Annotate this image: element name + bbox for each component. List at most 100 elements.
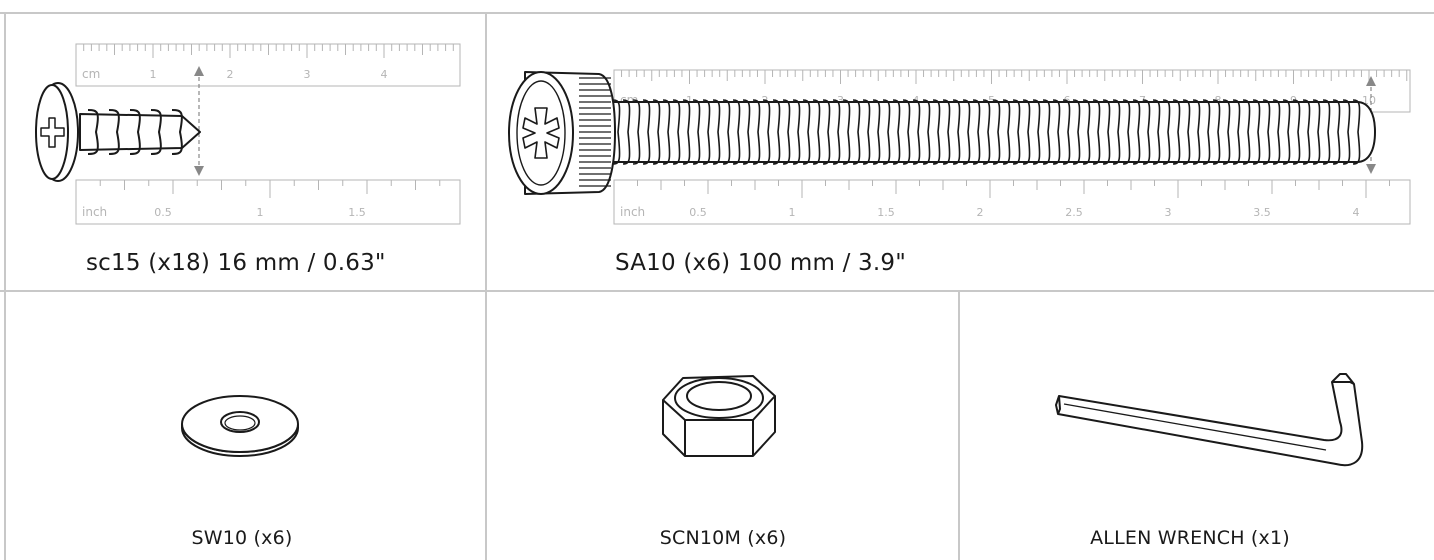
bolt-thread: [652, 99, 661, 165]
bolt-thread: [642, 99, 651, 165]
bolt-thread: [782, 99, 791, 165]
sc15-caption: sc15 (x18) 16 mm / 0.63": [86, 250, 386, 276]
bolt-thread: [682, 99, 691, 165]
torx-recess-icon: [522, 107, 560, 159]
bolt-thread: [822, 99, 831, 165]
bolt-thread: [1272, 99, 1281, 165]
bolt-thread: [622, 99, 631, 165]
cm-unit-label: cm: [82, 67, 100, 81]
cell-sc15: cm 1 2 3 4 inch 0.5 1 1.5 sc15 (x18) 16 mm / 0.6…: [6, 14, 485, 290]
bolt-thread: [1062, 99, 1071, 165]
bolt-thread: [1262, 99, 1271, 165]
bolt-thread: [992, 99, 1001, 165]
bolt-thread: [1332, 99, 1341, 165]
bolt-thread: [1072, 99, 1081, 165]
screw-thread: [108, 109, 120, 155]
bolt-thread: [1042, 99, 1051, 165]
inch-tick-label: 4: [1353, 206, 1360, 219]
bolt-thread: [1152, 99, 1161, 165]
bolt-thread: [922, 99, 931, 165]
bolt-thread: [1092, 99, 1101, 165]
bolt-thread: [762, 99, 771, 165]
bolt-thread: [1082, 99, 1091, 165]
bolt-thread: [1232, 99, 1241, 165]
bolt-thread: [1342, 99, 1351, 165]
bolt-thread: [752, 99, 761, 165]
bolt-thread: [772, 99, 781, 165]
bolt-thread: [912, 99, 921, 165]
bolt-thread: [1012, 99, 1021, 165]
cm-tick-label: 4: [381, 68, 388, 81]
bolt-thread: [632, 99, 641, 165]
cell-scn10m: SCN10M (x6): [487, 292, 958, 560]
sa10-bolt: [508, 71, 1376, 195]
top-border: [0, 12, 1434, 14]
cm-tick-label: 3: [304, 68, 311, 81]
cell-allen: ALLEN WRENCH (x1): [960, 292, 1434, 560]
bolt-thread: [872, 99, 881, 165]
bolt-thread: [902, 99, 911, 165]
nut-illustration: [662, 375, 776, 457]
cm-tick-label: 1: [150, 68, 157, 81]
bolt-thread: [812, 99, 821, 165]
bolt-thread: [842, 99, 851, 165]
dimension-arrow-down: [1366, 164, 1376, 174]
bolt-thread: [702, 99, 711, 165]
bolt-thread: [982, 99, 991, 165]
bolt-thread: [672, 99, 681, 165]
inch-tick-label: 2: [977, 206, 984, 219]
bolt-thread: [732, 99, 741, 165]
bolt-thread: [1212, 99, 1221, 165]
bolt-thread: [952, 99, 961, 165]
bolt-thread: [1302, 99, 1311, 165]
bolt-thread: [1252, 99, 1261, 165]
bolt-thread: [1122, 99, 1131, 165]
left-border: [4, 12, 6, 560]
bolt-head-inner-ring: [516, 80, 566, 186]
bolt-thread: [1242, 99, 1251, 165]
bolt-thread: [802, 99, 811, 165]
inch-tick-label: 3.5: [1253, 206, 1271, 219]
inch-tick-label: 0.5: [689, 206, 707, 219]
bolt-thread: [662, 99, 671, 165]
bolt-thread: [1162, 99, 1171, 165]
bolt-shank: [604, 101, 1376, 163]
bolt-thread: [1322, 99, 1331, 165]
bolt-thread: [1352, 99, 1361, 165]
bolt-thread: [1182, 99, 1191, 165]
bottom-divider-2: [958, 290, 960, 560]
bolt-thread: [1032, 99, 1041, 165]
screw-thread: [129, 109, 141, 155]
inch-ruler: [75, 179, 461, 225]
horizontal-divider: [0, 290, 1434, 292]
inch-tick-label: 1: [257, 206, 264, 219]
bolt-thread: [932, 99, 941, 165]
bolt-thread: [832, 99, 841, 165]
inch-tick-label: 0.5: [154, 206, 172, 219]
dimension-arrow-up: [1366, 76, 1376, 86]
bolt-thread: [1312, 99, 1321, 165]
dimension-arrow-up: [194, 66, 204, 76]
bolt-thread: [1002, 99, 1011, 165]
screw-thread: [87, 109, 99, 155]
inch-unit-label: inch: [82, 205, 107, 219]
cm-tick-label: 8: [1215, 94, 1222, 107]
bolt-thread: [882, 99, 891, 165]
inch-tick-label: 3: [1165, 206, 1172, 219]
cm-tick-label: 7: [1139, 94, 1146, 107]
bolt-thread: [1022, 99, 1031, 165]
inch-tick-label: 1.5: [877, 206, 895, 219]
inch-unit-label: inch: [620, 205, 645, 219]
sa10-caption: SA10 (x6) 100 mm / 3.9": [615, 250, 906, 276]
dimension-arrow-down: [194, 166, 204, 176]
phillips-recess-icon: [40, 117, 65, 148]
bolt-thread: [1202, 99, 1211, 165]
cm-tick-label: 2: [227, 68, 234, 81]
cm-tick-label: 3: [837, 94, 844, 107]
bolt-thread: [1282, 99, 1291, 165]
inch-tick-label: 1.5: [348, 206, 366, 219]
bottom-divider-1: [485, 290, 487, 560]
